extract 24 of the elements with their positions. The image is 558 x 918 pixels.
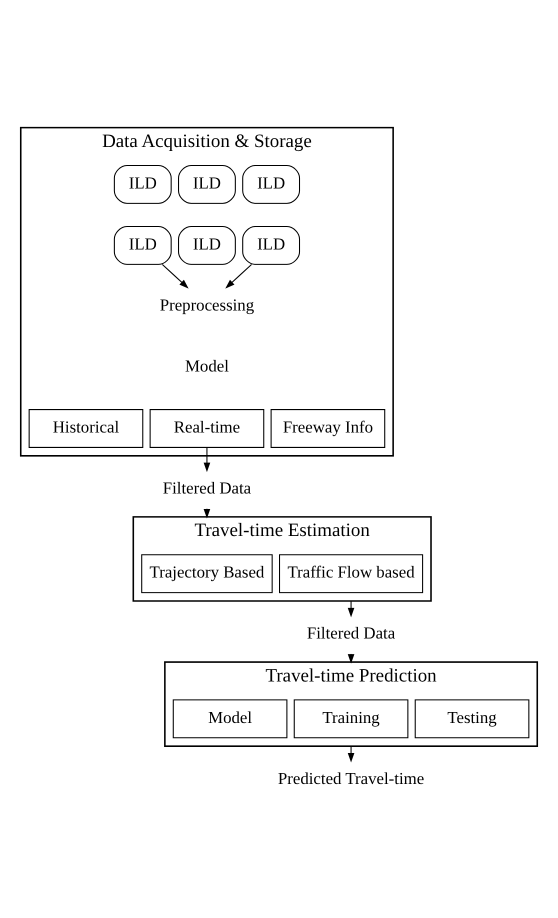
node-box: Historical bbox=[28, 409, 144, 448]
node-box: ILD bbox=[242, 164, 300, 204]
node-box: Freeway Info bbox=[270, 409, 386, 448]
node-box: Testing bbox=[414, 699, 530, 738]
node-box: Trajectory Based bbox=[141, 554, 273, 594]
node-text: Preprocessing bbox=[160, 295, 254, 314]
node-text: Filtered Data bbox=[306, 624, 396, 643]
node-box: Traffic Flow based bbox=[279, 554, 424, 594]
node-box: ILD bbox=[178, 226, 236, 265]
arrow bbox=[348, 746, 354, 762]
arrow bbox=[348, 601, 354, 618]
node-box: ILD bbox=[178, 164, 236, 204]
arrow bbox=[225, 264, 252, 289]
node-text: Model bbox=[184, 356, 229, 376]
node-box: ILD bbox=[242, 226, 300, 265]
node-box: ILD bbox=[114, 164, 172, 204]
node-box: ILD bbox=[114, 226, 172, 265]
arrow bbox=[204, 448, 210, 472]
node-text: Filtered Data bbox=[162, 478, 252, 498]
node-box: Real-time bbox=[150, 409, 264, 448]
node-box: Model bbox=[172, 699, 288, 738]
node-text: Predicted Travel-time bbox=[278, 768, 424, 788]
node-box: Training bbox=[294, 699, 408, 738]
arrow bbox=[162, 264, 189, 289]
